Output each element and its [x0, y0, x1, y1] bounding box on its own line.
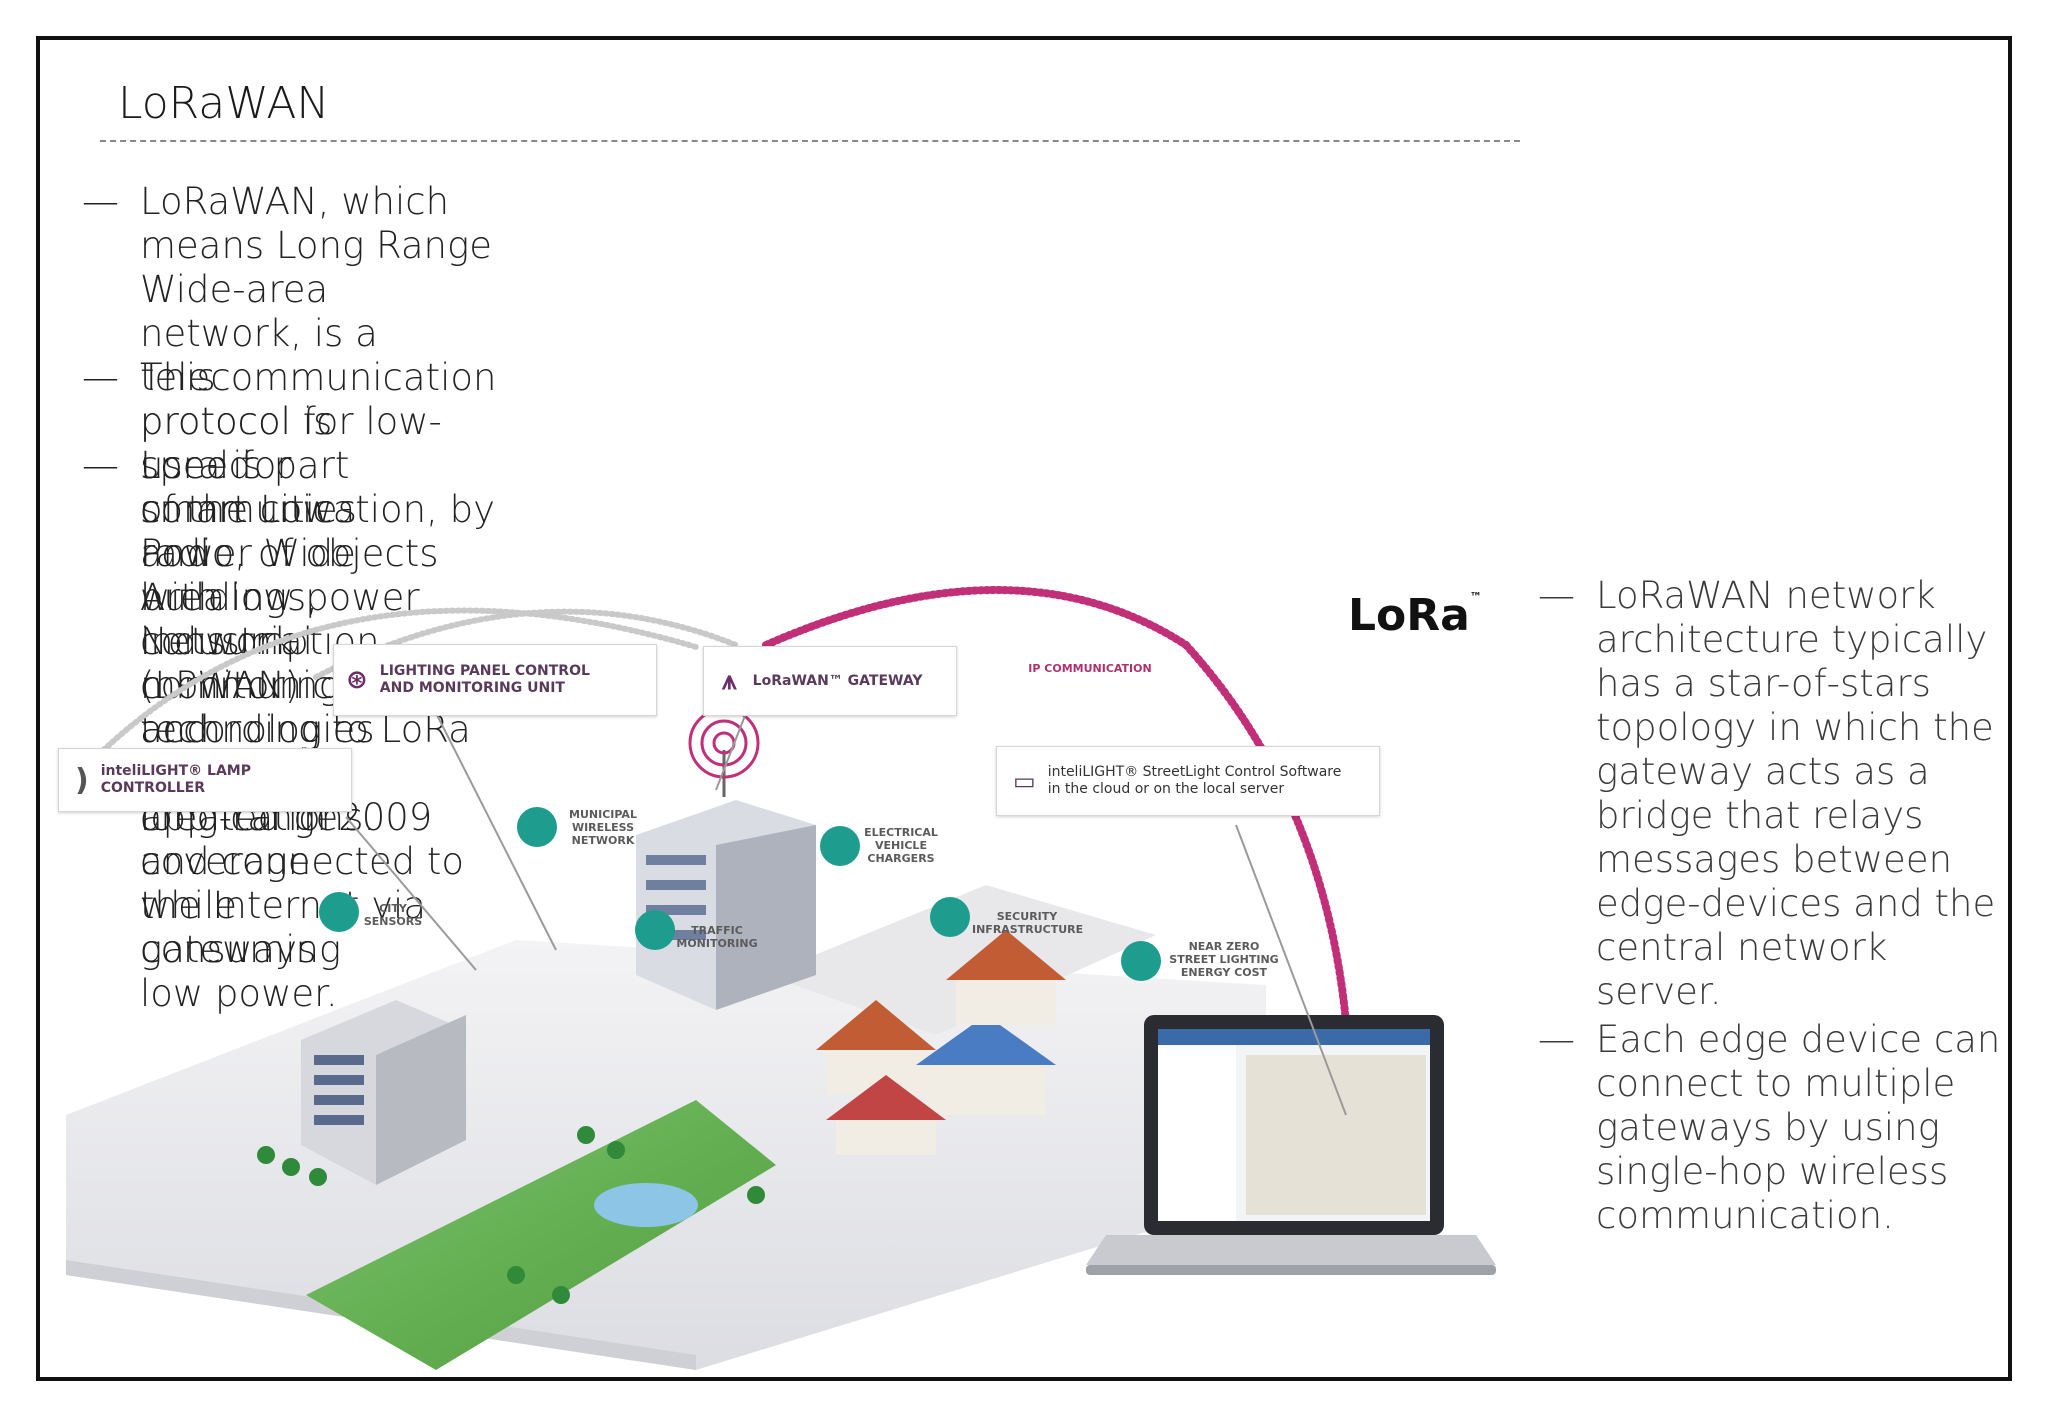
security-line-2: INFRASTRUCTURE: [972, 923, 1084, 936]
gateway-tower-icon: ⩚: [722, 665, 737, 696]
side-bullet-dash: —: [1538, 574, 1575, 617]
lora-logo: LoRa™: [1348, 590, 1482, 641]
traffic-line-1: TRAFFIC: [691, 924, 743, 937]
ev-line-3: CHARGERS: [867, 852, 935, 865]
side-2-line-1: Each edge device can: [1596, 1018, 2001, 1061]
side-1-line-9: central network server.: [1596, 926, 1888, 1013]
side-1-line-1: LoRaWAN network: [1596, 574, 1936, 617]
gateway-text: LoRaWAN™ GATEWAY: [752, 672, 923, 689]
side-2-line-3: gateways by using: [1596, 1106, 1940, 1149]
bullet-dash: —: [82, 444, 119, 487]
software-line-2: in the cloud or on the local server: [1047, 781, 1285, 797]
traffic-monitoring-label: TRAFFIC MONITORING: [672, 924, 762, 950]
lora-logo-tm: ™: [1469, 590, 1482, 604]
side-1-line-8: edge-devices and the: [1596, 882, 1996, 925]
lighting-panel-line-2: AND MONITORING UNIT: [379, 680, 565, 696]
bullet-dash: —: [82, 180, 119, 223]
city-sensors-label: CITY SENSORS: [358, 902, 428, 928]
energy-line-2: STREET LIGHTING: [1169, 953, 1279, 966]
gateway-building: [636, 750, 816, 1010]
city-line-1: CITY: [379, 902, 407, 915]
houses: [816, 930, 1066, 1155]
side-bullet-dash: —: [1538, 1018, 1575, 1061]
bullet-3-line-2: consuming low power.: [140, 928, 342, 1015]
lighting-panel-line-1: LIGHTING PANEL CONTROL: [379, 663, 590, 679]
leader-lines: [345, 712, 1347, 1116]
trees: [257, 1126, 765, 1304]
municipal-line-1: MUNICIPAL: [569, 808, 637, 821]
security-line-1: SECURITY: [996, 910, 1058, 923]
software-line-1: inteliLIGHT® StreetLight Control Softwar…: [1047, 764, 1342, 780]
lorawan-architecture-diagram: [66, 586, 1496, 1370]
panel-monitor-icon: ⊛: [346, 665, 368, 695]
city-line-2: SENSORS: [363, 915, 423, 928]
bullet-1-line-1: LoRaWAN, which means Long Range Wide-are…: [140, 180, 497, 487]
laptop-icon: ▭: [1013, 767, 1036, 795]
energy-line-1: NEAR ZERO: [1188, 940, 1260, 953]
ip-communication-label: IP COMMUNICATION: [1028, 662, 1152, 675]
side-1-line-6: bridge that relays: [1596, 794, 1924, 837]
laptop: [1086, 1015, 1496, 1275]
ev-line-2: VEHICLE: [875, 839, 927, 852]
side-1-line-4: topology in which the: [1596, 706, 1994, 749]
side-1-line-5: gateway acts as a: [1596, 750, 1930, 793]
bullet-dash: —: [82, 356, 119, 399]
side-2-line-2: connect to multiple: [1596, 1062, 1956, 1105]
municipal-line-2: WIRELESS: [571, 821, 635, 834]
office-building: [301, 1000, 466, 1185]
side-1-line-3: has a star-of-stars: [1596, 662, 1931, 705]
side-2-line-5: communication.: [1596, 1194, 1894, 1237]
slide-title: LoRaWAN: [118, 78, 330, 129]
lamp-controller-label: ) inteliLIGHT® LAMP CONTROLLER: [58, 748, 352, 812]
security-infrastructure-label: SECURITY INFRASTRUCTURE: [972, 910, 1084, 936]
lighting-panel-label: ⊛ LIGHTING PANEL CONTROL AND MONITORING …: [333, 644, 657, 716]
gateway-label: ⩚ LoRaWAN™ GATEWAY: [703, 646, 957, 716]
traffic-line-2: MONITORING: [676, 937, 758, 950]
sensor-icons: [319, 807, 1161, 981]
ev-chargers-label: ELECTRICAL VEHICLE CHARGERS: [856, 826, 946, 865]
lora-logo-text: LoRa: [1348, 590, 1470, 641]
side-1-line-7: messages between: [1596, 838, 1953, 881]
municipal-line-3: NETWORK: [571, 834, 635, 847]
lamp-controller-text: inteliLIGHT® LAMP CONTROLLER: [100, 763, 251, 796]
software-label: ▭ inteliLIGHT® StreetLight Control Softw…: [996, 746, 1380, 816]
energy-cost-label: NEAR ZERO STREET LIGHTING ENERGY COST: [1164, 940, 1284, 979]
lamp-controller-icon: ): [75, 762, 89, 798]
side-1-line-2: architecture typically: [1596, 618, 1988, 661]
title-divider: [100, 140, 1520, 142]
municipal-wireless-label: MUNICIPAL WIRELESS NETWORK: [558, 808, 648, 847]
ev-line-1: ELECTRICAL: [864, 826, 938, 839]
side-2-line-4: single-hop wireless: [1596, 1150, 1949, 1193]
energy-line-3: ENERGY COST: [1180, 966, 1268, 979]
slide-frame: [36, 36, 2012, 1381]
